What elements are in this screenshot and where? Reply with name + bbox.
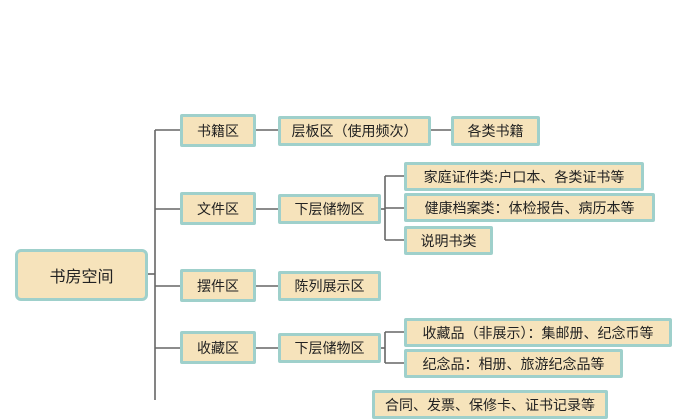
branch-books-sub: 层板区（使用频次） xyxy=(278,116,431,146)
root-node: 书房空间 xyxy=(15,249,148,301)
leaf-collections-1: 收藏品（非展示）：集邮册、纪念币等 xyxy=(404,318,672,347)
leaf-documents-3: 说明书类 xyxy=(404,226,493,255)
branch-ornaments-sub: 陈列展示区 xyxy=(278,271,381,301)
leaf-collections-2: 纪念品：相册、旅游纪念品等 xyxy=(404,349,623,378)
branch-documents-sub: 下层储物区 xyxy=(278,194,381,224)
branch-collections-sub: 下层储物区 xyxy=(278,333,381,363)
leaf-documents-1: 家庭证件类:户口本、各类证书等 xyxy=(404,162,644,191)
leaf-partial-bottom: 合同、发票、保修卡、证书记录等 xyxy=(372,390,608,419)
branch-books: 书籍区 xyxy=(180,114,256,147)
leaf-books: 各类书籍 xyxy=(451,116,540,146)
branch-collections: 收藏区 xyxy=(180,331,256,364)
leaf-documents-2: 健康档案类：体检报告、病历本等 xyxy=(404,193,655,222)
branch-documents: 文件区 xyxy=(180,192,256,225)
branch-ornaments: 摆件区 xyxy=(180,269,256,302)
connector-lines xyxy=(148,129,451,400)
